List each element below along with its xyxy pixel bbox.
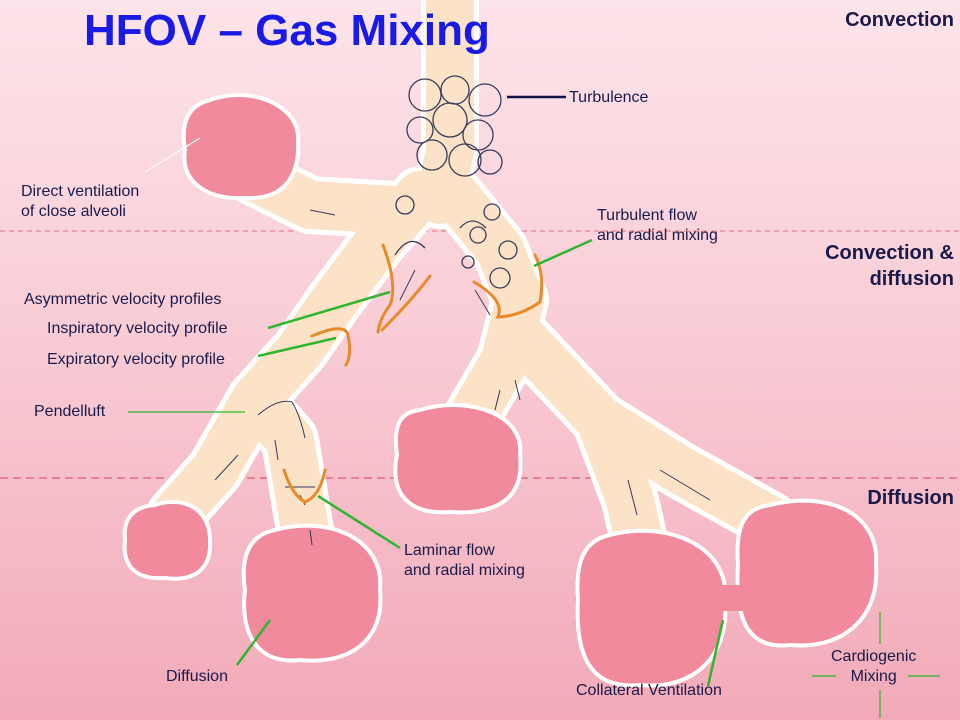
label-inspiratory-velocity: Inspiratory velocity profile: [47, 320, 228, 337]
alveolus-middle: [393, 403, 523, 515]
label-asymmetric-velocity: Asymmetric velocity profiles: [24, 291, 222, 308]
label-laminar-flow: Laminar flow and radial mixing: [404, 542, 525, 579]
alveolus-bottom-center: [241, 523, 383, 663]
label-expiratory-velocity: Expiratory velocity profile: [47, 351, 225, 368]
alveoli: [122, 93, 879, 688]
zone-convection: Convection: [845, 9, 954, 31]
label-pendelluft: Pendelluft: [34, 403, 106, 420]
expiratory-profile: [310, 327, 352, 367]
label-cardiogenic-mixing: Cardiogenic Mixing: [831, 648, 917, 685]
alveolus-top-left: [181, 93, 301, 201]
leader-lines: [128, 95, 940, 718]
zone-convection-diffusion: Convection & diffusion: [825, 242, 954, 290]
inspiratory-profile: [376, 243, 395, 334]
label-diffusion: Diffusion: [166, 668, 228, 685]
label-turbulence: Turbulence: [569, 89, 649, 106]
laminar-profile: [282, 468, 327, 504]
page-title: HFOV – Gas Mixing: [84, 6, 490, 55]
alveolus-bottom-right-2: [735, 498, 879, 648]
turbulent-profile: [472, 253, 544, 319]
alveolus-bottom-left-small: [122, 499, 213, 581]
alveolus-bottom-right-1: [575, 528, 728, 688]
label-turbulent-flow: Turbulent flow and radial mixing: [597, 207, 718, 244]
zone-diffusion: Diffusion: [867, 487, 954, 509]
inspiratory-profile-2: [380, 274, 432, 332]
velocity-profiles: [282, 243, 544, 504]
flow-lines: [214, 209, 711, 546]
label-direct-ventilation: Direct ventilation of close alveoli: [21, 183, 140, 220]
turbulence-swirls: [394, 75, 518, 289]
collateral-channel: [710, 585, 760, 611]
label-collateral-ventilation: Collateral Ventilation: [576, 682, 722, 699]
